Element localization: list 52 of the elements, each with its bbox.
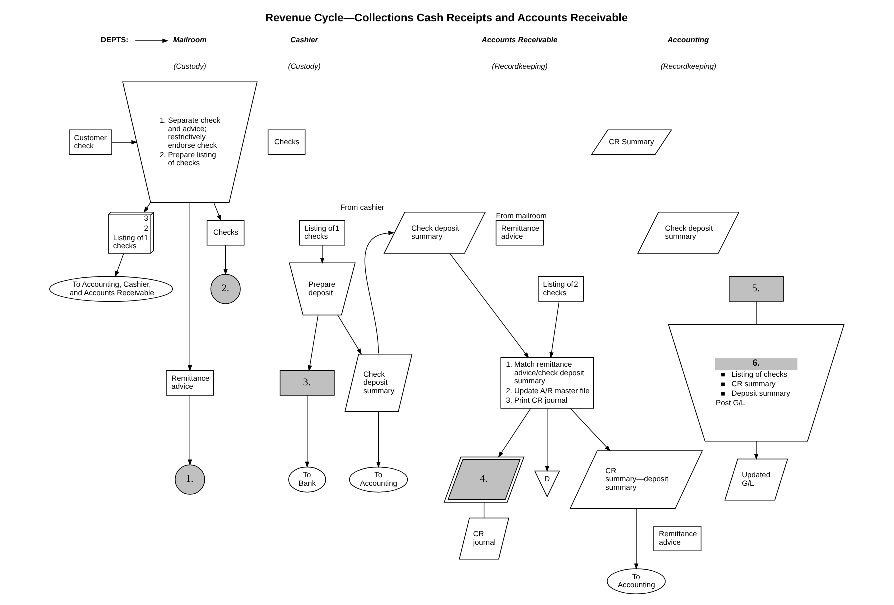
node-box: Remittance advice xyxy=(496,220,544,246)
arrow xyxy=(338,315,362,355)
arrow xyxy=(305,395,310,468)
arrow xyxy=(144,202,152,214)
arrow xyxy=(634,508,639,570)
connector xyxy=(484,502,485,518)
arrow xyxy=(570,408,611,452)
node-box: Listing of checks 1 xyxy=(299,220,346,246)
arrow xyxy=(320,245,325,264)
arrow xyxy=(188,202,192,372)
arrow xyxy=(450,253,530,359)
arrow xyxy=(308,315,319,372)
node-box: Checks xyxy=(206,220,245,246)
connector xyxy=(756,301,757,326)
label: (Recordkeeping) xyxy=(492,62,548,71)
node-box: Remittance advice xyxy=(654,526,702,552)
node-box: Customer check xyxy=(69,130,112,156)
arrow xyxy=(545,408,550,472)
arrow xyxy=(376,412,381,468)
arrow xyxy=(188,395,192,466)
node-box: Checks xyxy=(268,130,306,156)
arrow xyxy=(550,301,560,359)
node-label: From cashier xyxy=(340,203,385,212)
arrow xyxy=(135,38,169,44)
label: (Custody) xyxy=(288,62,321,71)
arrow xyxy=(112,140,138,145)
node-box: Listing of checks 2 xyxy=(538,276,584,302)
arrow xyxy=(224,245,228,276)
diagram-title: Revenue Cycle—Collections Cash Receipts and Accounts Receivable xyxy=(266,12,628,25)
node-ellipse: To Accounting, Cashier, and Accounts Receivable xyxy=(50,276,174,302)
arrow xyxy=(214,202,222,222)
node-box: 5. xyxy=(729,276,784,302)
node-circle: 1. xyxy=(175,464,206,495)
arrow xyxy=(364,231,395,354)
arrow xyxy=(115,253,124,278)
node-text: Mailroom xyxy=(173,35,207,44)
node-ellipse: To Bank xyxy=(288,466,326,493)
node-ellipse: To Accounting xyxy=(607,568,666,594)
node-label: From mailroom xyxy=(496,211,547,220)
arrow xyxy=(498,408,532,458)
arrow xyxy=(754,441,759,460)
node-circle: 2. xyxy=(210,274,241,304)
node-box: Remittance advice xyxy=(166,370,214,396)
label: Accounting xyxy=(668,35,710,44)
node-text: DEPTS: xyxy=(101,35,129,44)
label: (Custody) xyxy=(174,62,206,71)
node-box: 3. xyxy=(280,370,335,396)
node-ellipse: To Accounting xyxy=(349,466,408,493)
label: Cashier xyxy=(290,35,318,44)
label: (Recordkeeping) xyxy=(660,62,717,71)
node-box: 1. Match remittance advice/check deposit summary 2. Update A/R master file 3. Print CR journal xyxy=(500,357,594,409)
label: Accounts Receivable xyxy=(482,35,558,44)
